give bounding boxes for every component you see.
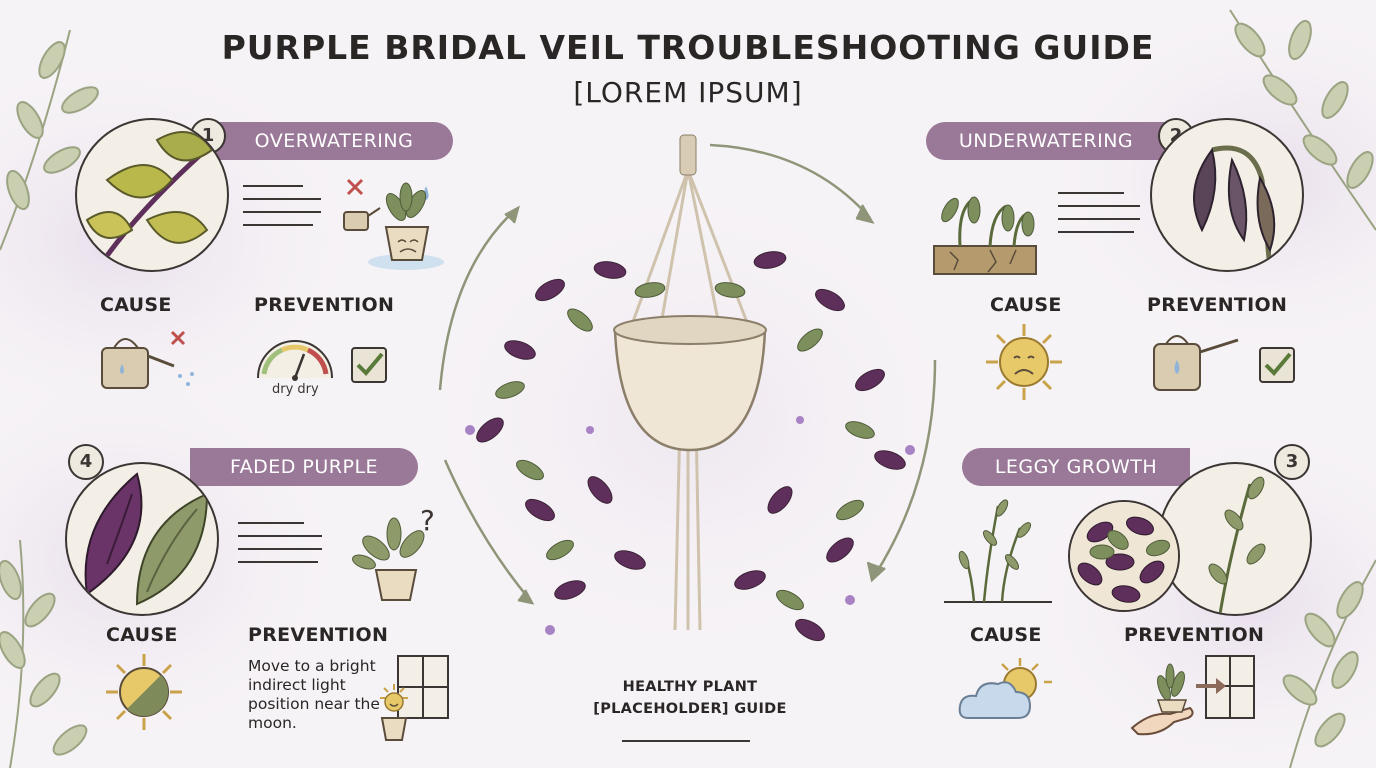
section-4-prevention-label: PREVENTION	[248, 624, 389, 646]
overwatering-leaf-circle	[75, 118, 229, 272]
section-1-banner: OVERWATERING	[215, 122, 453, 160]
center-caption-line1: HEALTHY PLANT	[622, 679, 758, 695]
branch-top-left	[0, 29, 99, 251]
section-2-cause-label: CAUSE	[990, 294, 1062, 316]
page-title: PURPLE BRIDAL VEIL TROUBLESHOOTING GUIDE	[221, 28, 1155, 67]
section-4-number: 4	[68, 444, 104, 480]
branch-bottom-left	[0, 539, 88, 768]
section-1-cause-label: CAUSE	[100, 294, 172, 316]
branch-top-right	[1229, 9, 1376, 231]
cycle-arrows	[438, 143, 937, 605]
section-2-banner: UNDERWATERING	[926, 122, 1166, 160]
moisture-gauge-icon	[257, 340, 333, 381]
center-caption: HEALTHY PLANT [PLACEHOLDER] GUIDE	[560, 676, 820, 720]
faded-purple-leaf-circle	[65, 462, 219, 616]
center-underline	[622, 740, 750, 742]
underwatering-leaf-circle	[1150, 118, 1304, 272]
hanging-plant-illustration	[465, 134, 915, 642]
hand-move-plant-icon	[1130, 655, 1255, 736]
section-2-text-lines	[1058, 192, 1140, 244]
section-3-cause-label: CAUSE	[970, 624, 1042, 646]
section-1-prevention-label: PREVENTION	[254, 294, 395, 316]
svg-text:?: ?	[420, 504, 435, 537]
watering-can-icon	[101, 330, 194, 389]
section-1-text-lines	[243, 185, 321, 237]
center-caption-line2: [PLACEHOLDER] GUIDE	[593, 701, 787, 717]
watering-can-check-icon	[1153, 335, 1239, 391]
section-4-cause-label: CAUSE	[106, 624, 178, 646]
cloud-sun-icon	[958, 658, 1052, 719]
section-3-number: 3	[1274, 444, 1310, 480]
compact-plant-circle	[1068, 500, 1180, 612]
section-4-prevention-text: Move to a bright indirect light position…	[248, 657, 380, 732]
window-sun-icon	[380, 655, 449, 741]
section-2-prevention-label: PREVENTION	[1147, 294, 1288, 316]
sad-sun-icon	[986, 324, 1062, 400]
half-sun-icon	[106, 654, 182, 730]
overwatered-pot-icon	[343, 178, 444, 270]
wilted-plant-icon	[933, 196, 1037, 275]
checkmark-icon	[351, 347, 387, 383]
branch-bottom-right	[1282, 559, 1376, 768]
section-3-prevention-label: PREVENTION	[1124, 624, 1265, 646]
section-3-banner: LEGGY GROWTH	[962, 448, 1190, 486]
confused-plant-icon: ?	[352, 504, 435, 601]
checkmark-icon-2	[1259, 347, 1295, 383]
gauge-label: dry dry	[272, 382, 319, 397]
section-4-banner: FADED PURPLE	[190, 448, 418, 486]
leggy-growth-circle	[1158, 462, 1312, 616]
page-subtitle: [LOREM IPSUM]	[573, 76, 803, 109]
section-4-text-lines	[238, 522, 322, 574]
leggy-stem-icon	[944, 499, 1052, 603]
